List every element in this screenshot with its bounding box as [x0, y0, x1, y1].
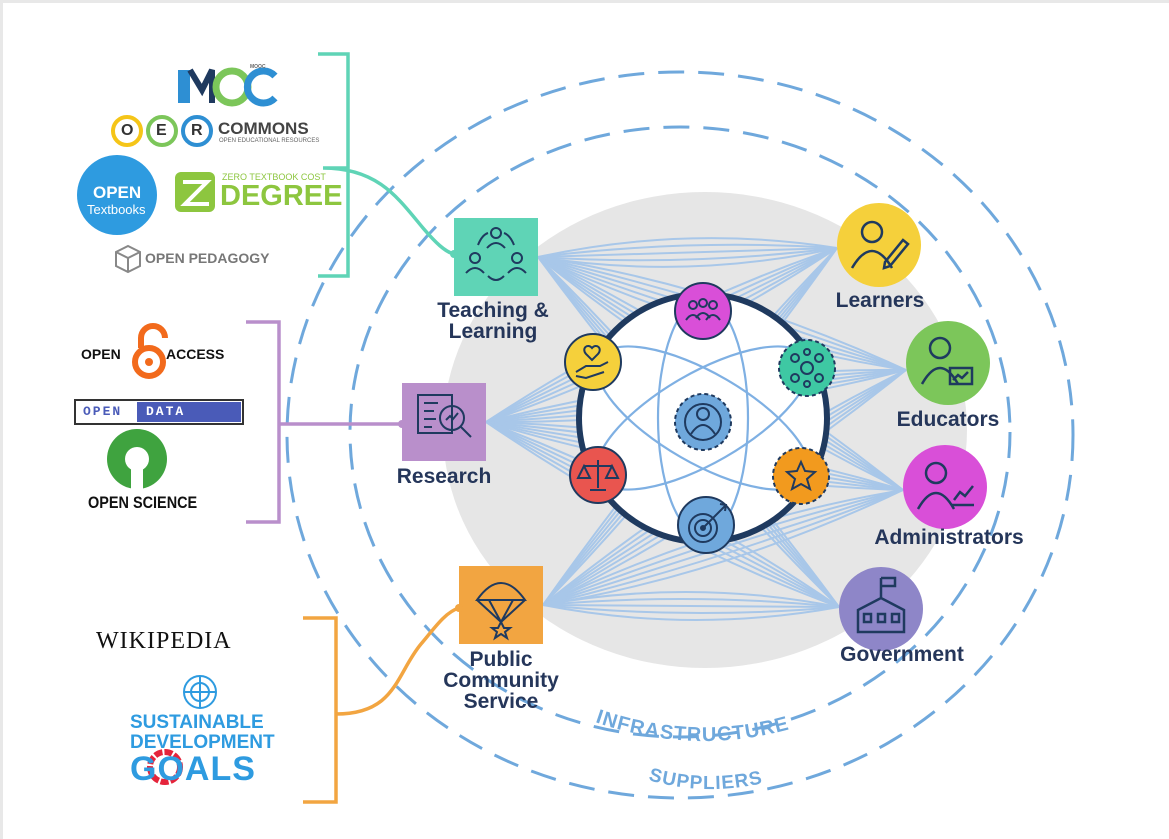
mooc-logo-text: MOOC — [250, 64, 266, 70]
mooc-logo — [178, 67, 278, 107]
target-icon — [688, 503, 728, 543]
open-pedagogy-icon — [115, 244, 141, 274]
parachute-icon — [475, 582, 527, 641]
oer-letter-r: R — [191, 122, 203, 139]
hand-heart-icon — [575, 344, 609, 380]
open-science-text: OPEN SCIENCE — [88, 493, 198, 512]
node-group[interactable] — [674, 282, 732, 340]
oer-commons-text: COMMONS — [218, 119, 309, 138]
admin-chart-icon — [916, 461, 974, 510]
stakeholder-administrators[interactable] — [903, 445, 987, 529]
teaching-bracket — [318, 52, 455, 278]
sdg-text-1: SUSTAINABLE — [130, 712, 264, 733]
sdg-text-2: DEVELOPMENT — [130, 732, 275, 753]
node-user-center[interactable] — [674, 393, 732, 451]
un-emblem-icon — [183, 675, 217, 709]
pillar-teaching[interactable] — [454, 218, 538, 296]
oer-commons-subtitle: OPEN EDUCATIONAL RESOURCES — [219, 138, 320, 144]
ztc-degree-text: DEGREE — [220, 180, 343, 212]
public-connector-dot — [455, 604, 463, 612]
pillar-research-label: Research — [396, 465, 492, 488]
learner-pen-icon — [850, 220, 910, 270]
open-access-lock-icon — [132, 323, 168, 379]
open-data-box — [74, 399, 244, 425]
sdg-text-3: GOALS — [130, 750, 256, 788]
stakeholder-learners[interactable] — [837, 203, 921, 287]
stakeholder-educators[interactable] — [906, 321, 990, 405]
research-magnifier-icon — [417, 394, 472, 438]
node-star[interactable] — [772, 447, 830, 505]
star-icon — [784, 459, 818, 492]
open-data-text-1: OPEN — [83, 404, 123, 419]
wikipedia-text: WIKIPEDIA — [96, 628, 232, 654]
research-connector-dot — [398, 420, 406, 428]
oer-letter-e: E — [156, 122, 167, 139]
government-label: Government — [840, 643, 964, 666]
public-bracket — [303, 606, 460, 804]
infrastructure-ring — [348, 125, 1012, 739]
open-textbooks-text-2: Textbooks — [87, 202, 146, 217]
ztc-small-text: ZERO TEXTBOOK COST — [222, 172, 326, 182]
network-circles-icon — [790, 348, 824, 388]
node-hand-heart[interactable] — [564, 333, 622, 391]
pillar-public[interactable] — [459, 566, 543, 644]
pillar-research[interactable] — [402, 383, 486, 461]
government-building-icon — [856, 576, 906, 634]
open-access-text-2: ACCESS — [166, 346, 225, 362]
open-textbooks-text-1: OPEN — [93, 183, 142, 202]
node-target[interactable] — [677, 496, 735, 554]
teaching-connector-dot — [450, 250, 458, 258]
scales-icon — [576, 460, 620, 491]
pillar-teaching-label: Teaching & Learning — [437, 299, 549, 343]
group-icon — [685, 298, 721, 321]
administrators-label: Administrators — [874, 526, 1024, 549]
stakeholder-government[interactable] — [839, 567, 923, 651]
educator-board-icon — [920, 336, 974, 386]
pillar-public-label: Public Community Service — [443, 648, 559, 713]
educators-label: Educators — [896, 408, 1000, 431]
oer-logo-circles — [111, 115, 213, 147]
sdg-wheel-icon — [147, 749, 183, 785]
suppliers-label: SUPPLIERS — [647, 765, 765, 794]
open-pedagogy-text: OPEN PEDAGOGY — [145, 250, 270, 266]
node-network[interactable] — [778, 339, 836, 397]
open-access-text-1: OPEN — [81, 346, 121, 362]
open-textbooks-badge — [77, 155, 157, 235]
open-science-icon — [107, 429, 167, 492]
open-data-text-2: DATA — [146, 404, 186, 419]
research-bracket — [246, 320, 402, 524]
node-scales[interactable] — [569, 446, 627, 504]
suppliers-ring — [285, 70, 1075, 800]
people-cycle-icon — [465, 227, 527, 281]
oer-letter-o: O — [121, 122, 134, 139]
ztc-z-mark — [180, 180, 212, 206]
user-center-icon — [684, 403, 722, 441]
learners-label: Learners — [835, 289, 925, 312]
infrastructure-label: INFRASTRUCTURE — [593, 706, 791, 746]
